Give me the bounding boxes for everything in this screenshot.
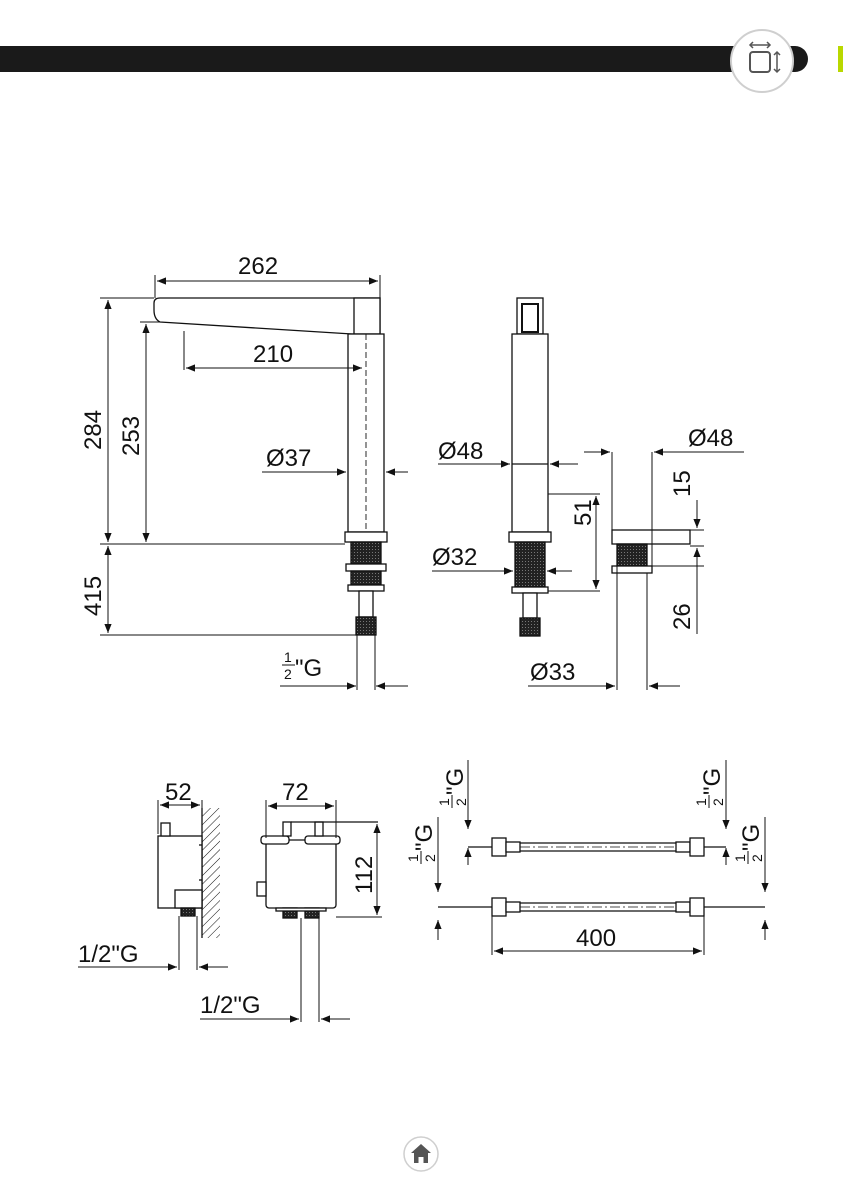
dim-height-253: 253 xyxy=(118,416,145,456)
dim-thread-side-box: 1/2"G xyxy=(78,941,139,968)
dim-dia-32: Ø32 xyxy=(432,544,477,571)
dim-height-26: 26 xyxy=(669,603,696,630)
dim-length-400: 400 xyxy=(576,925,616,952)
dim-depth-52: 52 xyxy=(165,779,192,806)
dim-shank-415: 415 xyxy=(80,576,107,616)
dim-width-72: 72 xyxy=(282,779,309,806)
hose-thread-label-lower-right: 1 2 "G xyxy=(732,824,765,864)
thread-unit: "G xyxy=(295,655,322,682)
hose-thread-label-upper-left: 1 2 "G xyxy=(436,768,469,808)
thread-numerator: 1 xyxy=(284,649,292,665)
base-detail-view xyxy=(612,530,690,573)
svg-text:2: 2 xyxy=(749,854,765,862)
dim-reach-210: 210 xyxy=(253,341,293,368)
dim-dia-48-front: Ø48 xyxy=(438,438,483,465)
thread-denominator: 2 xyxy=(284,666,292,682)
svg-text:2: 2 xyxy=(453,798,469,806)
dim-height-284: 284 xyxy=(80,410,107,450)
dim-dia-48-base: Ø48 xyxy=(688,425,733,452)
hose-lower xyxy=(438,898,765,916)
svg-text:2: 2 xyxy=(422,854,438,862)
hose-thread-label-upper-right: 1 2 "G xyxy=(693,768,726,808)
svg-text:1: 1 xyxy=(732,854,748,862)
svg-text:"G: "G xyxy=(738,824,765,851)
control-box-side-view xyxy=(158,808,220,938)
dim-thread-front-box: 1/2"G xyxy=(200,992,261,1019)
dim-height-112: 112 xyxy=(351,856,378,894)
dim-dia-37: Ø37 xyxy=(266,445,311,472)
dim-height-15: 15 xyxy=(669,470,696,497)
dim-width-262: 262 xyxy=(238,253,278,280)
dim-height-51: 51 xyxy=(570,499,597,526)
faucet-front-view xyxy=(509,298,551,636)
svg-text:"G: "G xyxy=(699,768,726,795)
svg-text:1: 1 xyxy=(436,798,452,806)
thread-label-side: 1 2 "G xyxy=(282,649,322,682)
svg-text:"G: "G xyxy=(411,824,438,851)
hose-thread-label-lower-left: 1 2 "G xyxy=(405,824,438,864)
svg-text:"G: "G xyxy=(442,768,469,795)
svg-text:1: 1 xyxy=(405,854,421,862)
hose-upper xyxy=(468,838,726,856)
svg-text:1: 1 xyxy=(693,798,709,806)
svg-text:2: 2 xyxy=(710,798,726,806)
home-button[interactable] xyxy=(403,1136,439,1172)
dim-dia-33: Ø33 xyxy=(530,659,575,686)
